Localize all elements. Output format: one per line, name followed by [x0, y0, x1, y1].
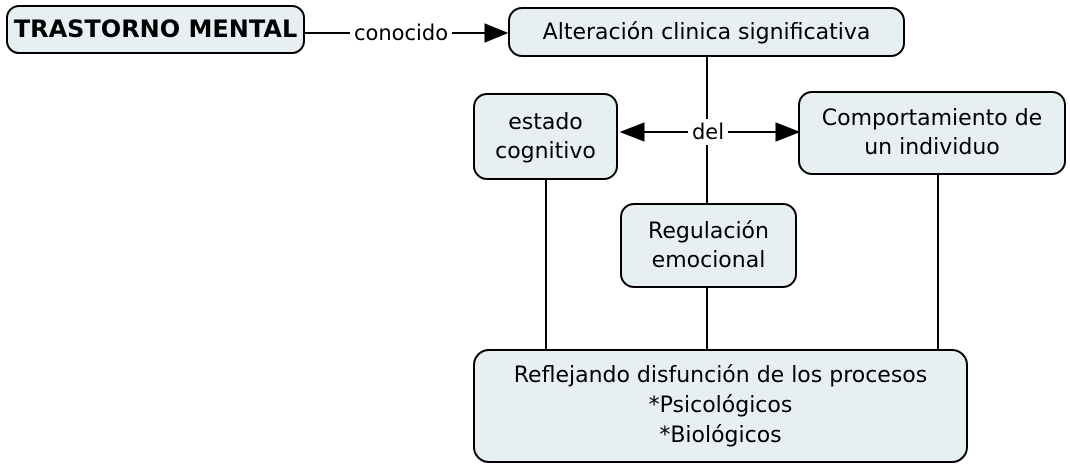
- node-trastorno-mental: TRASTORNO MENTAL: [6, 5, 305, 54]
- node-alteracion-clinica: Alteración clinica significativa: [508, 7, 905, 57]
- arrowhead-left-icon: [619, 122, 645, 142]
- edge-label-del: del: [687, 119, 729, 145]
- node-regulacion-emocional: Regulación emocional: [620, 203, 797, 288]
- arrowhead-right-icon: [775, 122, 801, 142]
- node-estado-cognitivo: estado cognitivo: [473, 93, 618, 180]
- node-reflejando-disfuncion: Reflejando disfunción de los procesos *P…: [473, 349, 968, 463]
- edge-label-conocido: conocido: [349, 20, 453, 46]
- node-comportamiento-individuo: Comportamiento de un individuo: [798, 91, 1066, 175]
- arrowhead-right-icon: [484, 23, 509, 43]
